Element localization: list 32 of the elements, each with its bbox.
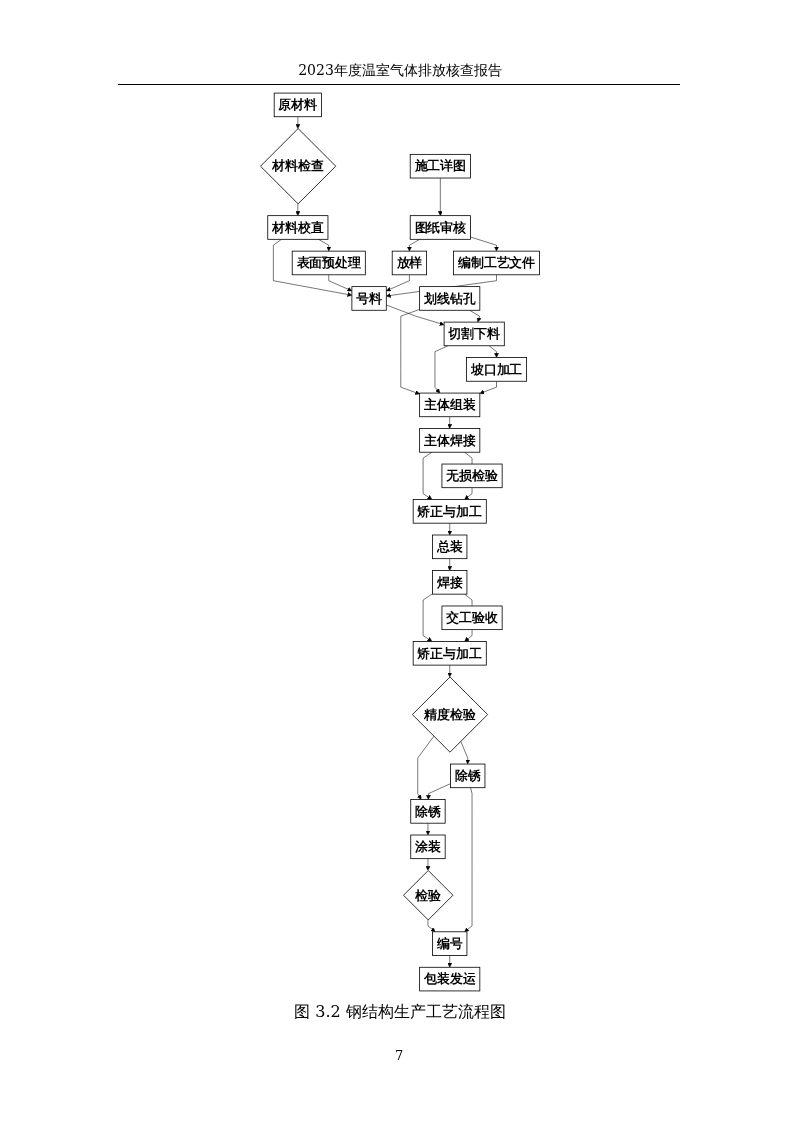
node-diamond: 材料检查 xyxy=(260,128,337,205)
node-box: 除锈 xyxy=(410,799,446,824)
node-box: 交工验收 xyxy=(441,605,503,631)
node-box: 切割下料 xyxy=(443,321,505,347)
node-diamond: 精度检验 xyxy=(411,676,489,753)
node-box: 表面预处理 xyxy=(291,250,366,276)
node-box: 总装 xyxy=(432,534,468,560)
node-box: 矫正与加工 xyxy=(412,641,487,666)
node-box: 编号 xyxy=(432,931,468,956)
node-diamond: 检验 xyxy=(403,870,454,921)
node-box: 放样 xyxy=(391,250,427,276)
node-box: 矫正与加工 xyxy=(412,499,487,524)
page-header: 2023年度温室气体排放核查报告 xyxy=(297,62,503,80)
node-box: 焊接 xyxy=(432,570,468,595)
node-box: 包装发运 xyxy=(419,966,481,992)
connector xyxy=(464,451,473,465)
page-number: 7 xyxy=(395,1048,404,1063)
node-box: 施工详图 xyxy=(409,153,471,179)
node-box: 主体组装 xyxy=(419,392,481,418)
node-box: 编制工艺文件 xyxy=(453,250,540,276)
node-box: 主体焊接 xyxy=(419,428,481,453)
figure-caption: 图 3.2 钢结构生产工艺流程图 xyxy=(293,1002,507,1023)
node-box: 无损检验 xyxy=(441,463,503,489)
node-box: 图纸审核 xyxy=(409,215,471,240)
node-box: 号料 xyxy=(351,286,387,311)
node-box: 材料校直 xyxy=(267,215,329,240)
node-box: 除锈 xyxy=(450,763,486,789)
node-box: 坡口加工 xyxy=(466,357,527,382)
node-box: 涂装 xyxy=(410,834,446,860)
node-box: 划线钻孔 xyxy=(419,286,481,311)
connector xyxy=(464,593,473,607)
node-box: 原材料 xyxy=(273,92,322,118)
